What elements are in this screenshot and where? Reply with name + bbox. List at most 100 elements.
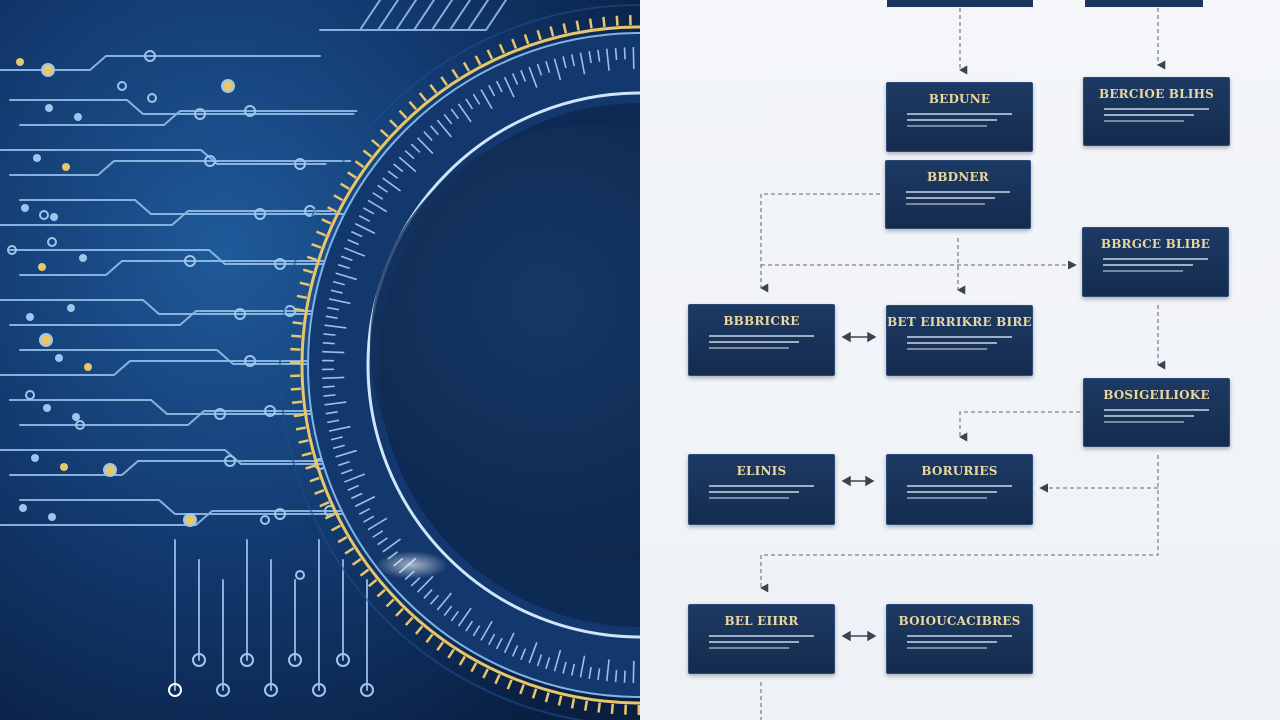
ring-tick <box>332 280 345 286</box>
ring-tick <box>488 84 496 97</box>
ring-tick <box>457 607 472 627</box>
ring-tooth <box>494 674 501 685</box>
ring-tooth <box>615 15 619 26</box>
ring-tick <box>562 56 567 69</box>
ring-tooth <box>511 38 518 49</box>
circuit-dot <box>45 104 53 112</box>
ring-tick <box>324 324 347 329</box>
ring-tick <box>503 76 515 98</box>
node-text-lines <box>907 485 1012 503</box>
circuit-pad <box>214 408 226 420</box>
ring-tick <box>372 530 384 538</box>
ring-tooth <box>429 83 438 94</box>
ring-tooth <box>293 413 304 418</box>
ring-tooth <box>523 34 530 45</box>
ring-tick <box>562 661 567 674</box>
ring-tick <box>450 610 460 622</box>
ring-tooth <box>506 679 513 690</box>
ring-tick <box>423 131 433 142</box>
ring-tick <box>416 575 434 593</box>
ring-tooth <box>330 524 341 532</box>
ring-tooth <box>367 578 378 588</box>
circuit-dot <box>67 304 75 312</box>
ring-tick <box>480 89 493 110</box>
ring-tooth <box>298 439 309 444</box>
circuit-dot <box>19 504 27 512</box>
circuit-pad <box>117 81 127 91</box>
ring-tick <box>465 620 474 632</box>
ring-tick <box>520 648 527 661</box>
ring-tick <box>327 419 340 424</box>
circuit-dot <box>31 454 39 462</box>
ring-tooth <box>321 218 332 225</box>
ring-tick <box>579 655 586 678</box>
node-text-lines <box>907 635 1012 653</box>
flowchart-node: BEL EIIRR <box>688 604 835 674</box>
circuit-dot <box>16 58 24 66</box>
ring-tooth <box>296 294 307 300</box>
ring-tooth <box>306 255 318 262</box>
ring-tick <box>436 119 452 138</box>
flowchart-panel: BEDUNE BERCIOE BLIHS BBDNER BBRGCE BLIBE… <box>640 0 1280 720</box>
ring-tick <box>536 654 543 667</box>
ring-tooth <box>327 206 338 213</box>
inner-ring <box>366 91 640 639</box>
ring-tick <box>443 605 453 617</box>
ring-tooth <box>302 268 314 274</box>
ring-tick <box>553 58 562 81</box>
flowchart-node: ELINIS <box>688 454 835 525</box>
ring-tick <box>520 69 527 82</box>
ring-tooth <box>299 281 310 287</box>
ring-tooth <box>447 648 455 659</box>
ring-tooth <box>451 68 459 79</box>
node-text-lines <box>709 485 814 503</box>
ring-tick <box>429 594 440 605</box>
circuit-pad <box>312 683 326 697</box>
circuit-dot <box>48 513 56 521</box>
circuit-pad <box>39 210 49 220</box>
ring-tick <box>335 272 357 281</box>
circuit-pad <box>260 515 270 525</box>
ring-tooth <box>588 18 593 29</box>
ring-tick <box>465 98 474 110</box>
circuit-trace <box>19 349 361 365</box>
ring-tick <box>338 460 350 467</box>
ring-tooth <box>575 20 580 31</box>
node-title: BBBRICRE <box>723 314 800 328</box>
ring-tooth <box>311 242 322 249</box>
node-title: BOIOUCACIBRES <box>898 614 1021 628</box>
gold-ring <box>300 25 640 705</box>
ring-tick <box>457 103 472 123</box>
ring-tick <box>570 663 576 676</box>
circuit-pad <box>224 455 236 467</box>
flowchart-node: BET EIRRIKRE BIRE <box>886 305 1033 376</box>
ring-tick <box>344 247 366 257</box>
ring-tick <box>340 468 353 475</box>
circuit-pad <box>216 683 230 697</box>
ring-tooth <box>536 29 542 41</box>
ring-tooth <box>395 607 404 617</box>
ring-tooth <box>291 400 303 405</box>
ring-tick <box>528 66 538 88</box>
ring-tick <box>347 238 360 246</box>
ring-tooth <box>531 688 538 699</box>
ring-tooth <box>562 23 568 34</box>
ring-tooth <box>371 139 381 148</box>
ring-tooth <box>408 100 417 111</box>
flowchart-connectors <box>760 8 1166 720</box>
ring-tick <box>330 436 343 441</box>
flowchart-node: BBRGCE BLIBE <box>1082 227 1229 297</box>
node-text-lines <box>907 113 1012 131</box>
ring-tick <box>429 125 440 136</box>
ring-tooth <box>557 695 563 706</box>
ring-tick <box>579 52 586 75</box>
ring-tooth <box>570 698 576 709</box>
ring-tick <box>344 473 366 483</box>
ring-tick <box>358 507 371 515</box>
ring-tick <box>623 670 626 683</box>
outer-halo <box>279 4 640 720</box>
node-title: BERCIOE BLIHS <box>1098 87 1214 101</box>
circuit-trace <box>9 310 343 326</box>
node-text-lines <box>1104 108 1209 126</box>
circuit-pad <box>103 463 117 477</box>
